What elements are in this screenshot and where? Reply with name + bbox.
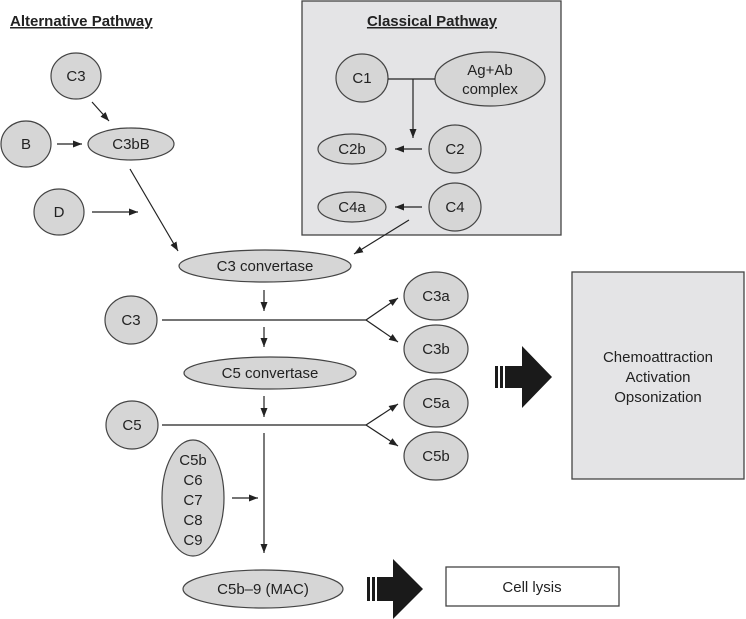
arrow-to-c5b [365,424,399,447]
block-arrow-lysis-icon [367,559,423,619]
node-c3b: C3b [403,324,469,374]
effect-chemoattraction: Chemoattraction [603,349,713,366]
node-label: C3a [422,288,450,305]
node-label: C4 [445,199,464,216]
node-label: C5 [122,417,141,434]
node-label: C3bB [112,136,150,153]
mac-component-label: C7 [183,492,202,509]
node-label: C5b–9 (MAC) [217,581,309,598]
node-c5-convertase: C5 convertase [183,356,357,390]
node-label-line1: Ag+Ab [467,62,512,79]
node-c5: C5 [105,400,159,450]
node-c2: C2 [428,124,482,174]
arrow-classical-to-c3-convertase [353,219,410,255]
node-label: C5b [422,448,450,465]
node-c2b: C2b [317,133,387,165]
node-label: C5 convertase [222,365,319,382]
block-arrow-effects-icon [495,346,552,408]
node-c4: C4 [428,182,482,232]
arrow-to-c5a [365,403,399,426]
node-label: C3 convertase [217,258,314,275]
node-mac-components: C5b C6 C7 C8 C9 [161,439,225,557]
node-alt-c3: C3 [50,52,102,100]
node-label-line2: complex [462,81,518,98]
mac-component-label: C5b [179,452,207,469]
node-label: D [54,204,65,221]
node-label: C3 [121,312,140,329]
node-label: C3b [422,341,450,358]
node-c3a: C3a [403,271,469,321]
effect-activation: Activation [625,369,690,386]
node-c5b: C5b [403,431,469,481]
node-label: C3 [66,68,85,85]
effect-opsonization: Opsonization [614,389,702,406]
alternative-pathway-title: Alternative Pathway [10,13,153,30]
arrow-to-c3b [365,319,399,343]
node-c3-convertase: C3 convertase [178,249,352,283]
node-c3bb: C3bB [87,127,175,161]
node-b: B [0,120,52,168]
mac-component-label: C8 [183,512,202,529]
node-label: C1 [352,70,371,87]
node-c4a: C4a [317,191,387,223]
node-label: C2 [445,141,464,158]
node-agab-complex: Ag+Ab complex [434,51,546,107]
effects-box [571,271,745,480]
node-c5a: C5a [403,378,469,428]
node-mac: C5b–9 (MAC) [182,569,344,609]
arrow-c3-to-c3bb [91,101,110,122]
cell-lysis-label: Cell lysis [502,579,561,596]
arrow-c3bb-to-c3-convertase [129,168,179,252]
node-label: B [21,136,31,153]
node-label: C2b [338,141,366,158]
node-c1: C1 [335,53,389,103]
arrow-to-c3a [365,297,399,321]
node-label: C5a [422,395,450,412]
mac-component-label: C9 [183,532,202,549]
cell-lysis-box [445,566,620,607]
node-label: C4a [338,199,366,216]
classical-pathway-title: Classical Pathway [367,13,498,30]
node-c3: C3 [104,295,158,345]
mac-component-label: C6 [183,472,202,489]
node-d: D [33,188,85,236]
